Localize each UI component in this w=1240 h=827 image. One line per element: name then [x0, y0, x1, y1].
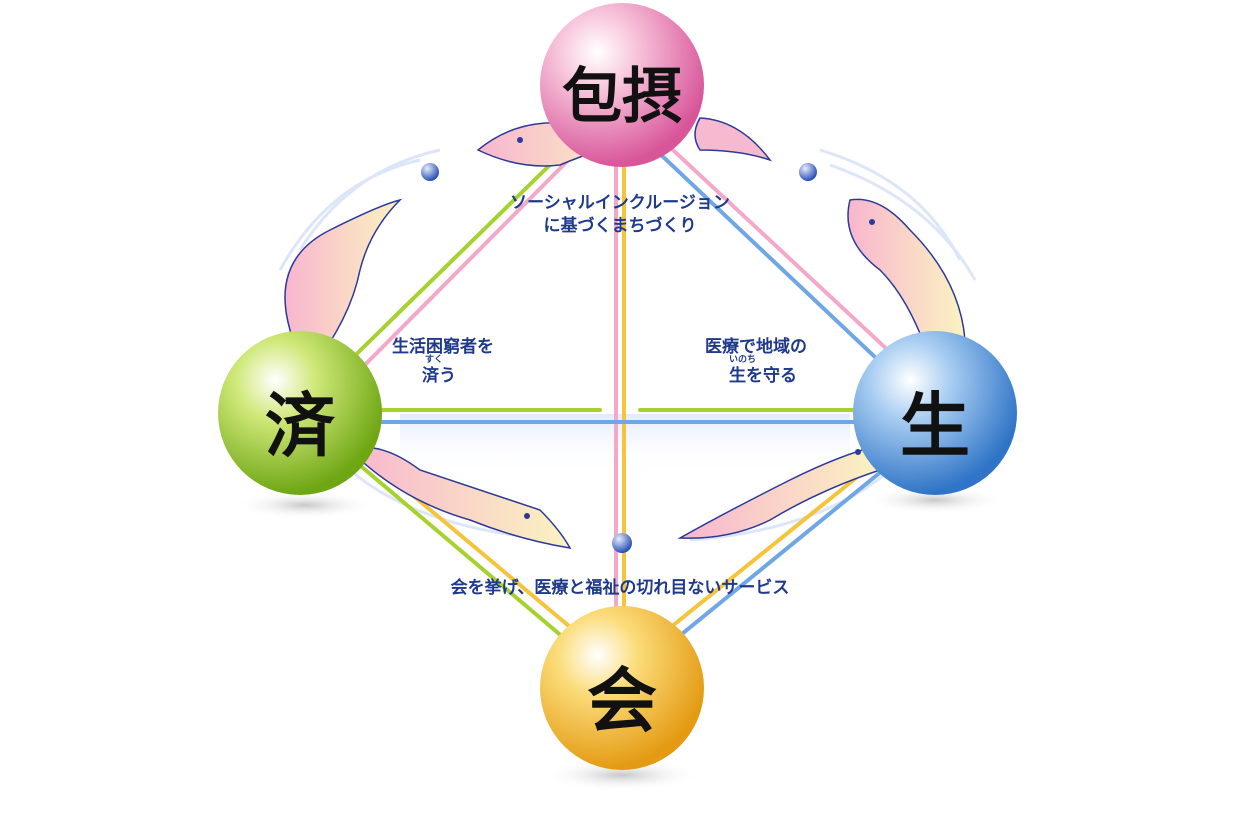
bird-bottom-left — [348, 446, 572, 549]
caption-right-ruby: いのち — [729, 354, 757, 365]
sphere-right — [853, 331, 1017, 495]
caption-left-ruby: すく — [425, 354, 444, 365]
bird-top-right — [694, 117, 773, 162]
caption-left-line1: 生活困窮者を — [392, 337, 494, 357]
dot-center-bottom — [612, 533, 632, 553]
caption-right-line1: 医療で地域の — [705, 337, 807, 357]
dot-upper-left — [421, 163, 439, 181]
shadow-bottom — [542, 759, 702, 791]
caption-top-line2: に基づくまちづくり — [543, 215, 697, 236]
shadow-left — [235, 491, 375, 519]
caption-top-line1: ソーシャルインクルージョン — [510, 193, 730, 213]
caption-bottom: 会を挙げ、医療と福祉の切れ目ないサービス — [450, 578, 790, 598]
node-label-left: 済 — [265, 385, 335, 467]
caption-right-line2: 生を守る — [729, 365, 797, 386]
caption-left-line2: 済う — [422, 365, 456, 386]
dot-upper-right — [799, 163, 817, 181]
sphere-bottom — [540, 606, 704, 770]
node-label-top: 包摂 — [562, 62, 682, 132]
sphere-top — [540, 3, 704, 167]
sphere-left — [218, 331, 382, 495]
node-label-bottom: 会 — [587, 660, 657, 742]
caption-top: ソーシャルインクルージョン に基づくまちづくり — [470, 192, 770, 238]
caption-right: 医療で地域の いのち 生を守る — [705, 336, 807, 388]
shadow-right — [865, 486, 1005, 514]
node-label-right: 生 — [900, 385, 970, 467]
caption-left: 生活困窮者を すく 済う — [392, 336, 494, 388]
